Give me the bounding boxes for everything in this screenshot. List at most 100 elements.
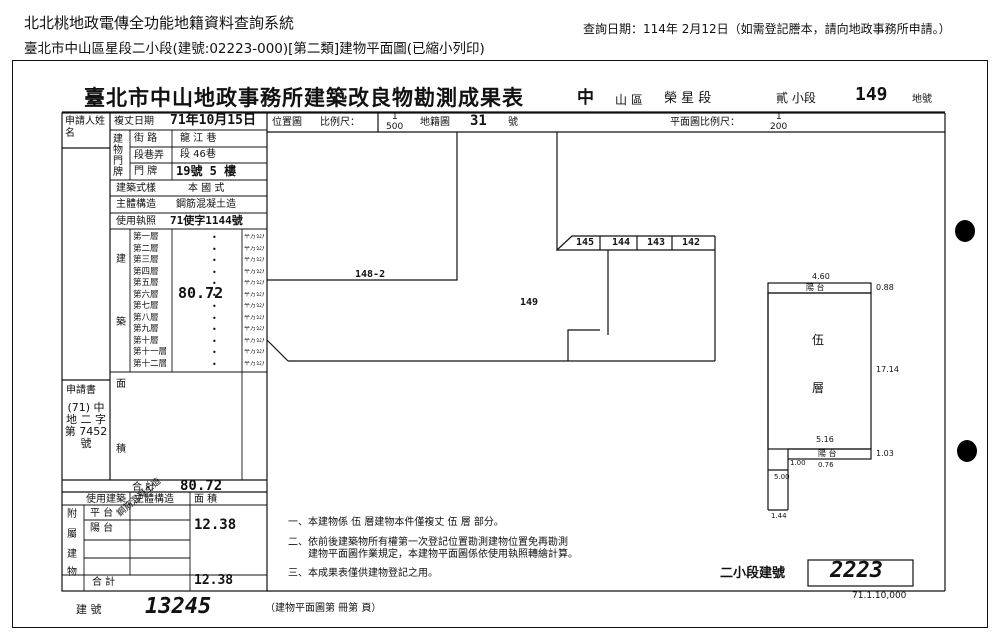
plan-balcony-bottom: 陽 台 (818, 449, 837, 458)
hole-punch-2 (957, 440, 977, 462)
floor-label: 第三層 (133, 255, 159, 265)
fifth-floor-area: 80.72 (178, 284, 224, 302)
request-book-label: 申請書 (66, 385, 96, 396)
road-value: 龍 江 巷 (180, 133, 217, 144)
plan-floor-name-1: 伍 (812, 333, 825, 347)
annex-header-use: 使用建築 (86, 494, 126, 505)
map-no-suffix: 號 (508, 117, 518, 128)
lot-148-2: 148-2 (355, 269, 386, 280)
permit-label: 使用執照 (116, 216, 156, 227)
annex-side-1: 附 (67, 509, 77, 520)
floor-unit: 平方公尺 (244, 245, 264, 252)
style-label: 建築式樣 (116, 183, 156, 194)
lot-145: 145 (576, 237, 595, 248)
plan-small-1: 1.00 (790, 459, 806, 467)
floor-dot: • (212, 267, 217, 277)
building-no-label: 建 號 (76, 603, 102, 616)
total-label: 合 計 (132, 482, 156, 493)
structure-value: 鋼筋混凝土造 (176, 199, 236, 210)
plan-top-dim: 4.60 (812, 272, 830, 281)
lane-value: 段 46巷 (180, 149, 216, 160)
section: 榮 星 段 (664, 91, 712, 106)
annex-header-struct: 主體構造 (134, 494, 174, 505)
doc-title: 臺北市中山地政事務所建築改良物勘測成果表 (84, 85, 524, 110)
scale-label: 比例尺： (320, 117, 360, 128)
survey-date: 71年10月15日 (170, 113, 256, 128)
plan-scale-label: 平面圖比例尺： (670, 117, 740, 128)
plan-bottom-dim: 5.16 (816, 435, 834, 444)
col-area1: 築 (116, 317, 126, 328)
map-no: 31 (470, 113, 487, 129)
floor-label: 第四層 (133, 266, 159, 277)
district-prefix: 中 (577, 88, 594, 108)
floor-label: 第九層 (133, 324, 159, 334)
floor-dot: • (212, 279, 217, 288)
plan-side-dim: 17.14 (876, 365, 899, 374)
plan-reference: （建物平面圖第 冊第 頁） (265, 603, 382, 614)
floor-label: 第七層 (133, 301, 159, 311)
annex-header-area: 面 積 (194, 494, 218, 505)
location-scale-top: 1 (392, 112, 398, 122)
floor-dot: • (212, 348, 217, 357)
floor-label: 第十層 (133, 335, 159, 346)
system-title: 北北桃地政電傳全功能地籍資料查詢系統 (24, 14, 295, 32)
building-door-label: 建 物 門 牌 (113, 134, 123, 178)
building-no: 13245 (145, 594, 212, 619)
plan-scale-top: 1 (776, 112, 782, 122)
floor-unit: 平方公尺 (244, 337, 264, 344)
floor-unit: 平方公尺 (244, 280, 264, 286)
floor-label: 第二層 (133, 243, 159, 254)
structure-label: 主體構造 (116, 199, 156, 210)
floor-unit: 平方公尺 (244, 314, 264, 321)
door-no-value: 19號 5 樓 (176, 164, 237, 178)
floor-dot: • (212, 256, 217, 265)
floor-dot: • (212, 336, 217, 346)
plan-floor-name-2: 層 (812, 381, 825, 395)
annex-total: 12.38 (194, 573, 234, 588)
district: 山 區 (615, 93, 643, 107)
floor-label: 第五層 (133, 278, 159, 288)
lot-suffix: 地號 (912, 94, 932, 105)
floor-unit: 平方公尺 (244, 303, 264, 309)
floor-dot: • (212, 359, 217, 369)
floor-dot: • (212, 313, 217, 323)
request-book-value: (71) 中 地 二 字 第 7452 號 (64, 401, 108, 450)
subsection-building-label: 二小段建號 (720, 566, 786, 581)
survey-date-label: 複丈日期 (114, 116, 154, 127)
floor-dot: • (212, 302, 217, 311)
annex-side-3: 建 (67, 549, 77, 560)
print-date: 71.1.10,000 (852, 591, 907, 601)
plan-scale-bottom: 200 (770, 122, 788, 132)
floor-unit: 平方公尺 (244, 234, 264, 240)
floor-unit: 平方公尺 (244, 291, 264, 298)
floor-unit: 平方公尺 (244, 326, 264, 332)
plan-right-bottom-dim: 1.03 (876, 449, 894, 458)
plan-small-4: 1.44 (771, 512, 787, 520)
plan-right-top-dim: 0.88 (876, 283, 894, 292)
note-2b: 建物平面圖作業規定，本建物平面圖係依使用執照轉繪計算。 (308, 549, 578, 560)
door-no-label: 門 牌 (134, 166, 158, 177)
note-2: 二、依前後建築物所有權第一次登記位置勘測建物位置免再勘測 (288, 537, 568, 548)
floor-label: 第一層 (133, 232, 159, 242)
document-frame (12, 60, 988, 628)
lane-label: 段巷弄 (134, 150, 164, 161)
floor-label: 第六層 (133, 289, 159, 300)
annex-row-1: 平 台 (90, 508, 114, 519)
annex-side-2: 屬 (67, 529, 77, 540)
plan-balcony-top: 陽 台 (806, 283, 825, 292)
floor-unit: 平方公尺 (244, 268, 264, 275)
col-area2: 面 (116, 379, 126, 390)
lot-144: 144 (612, 237, 631, 248)
floor-unit: 平方公尺 (244, 349, 264, 355)
query-date: 查詢日期：114年 2月12日（如需登記謄本，請向地政事務所申請。） (583, 22, 951, 36)
permit-value: 71使字1144號 (170, 214, 243, 227)
lot-142: 142 (682, 237, 701, 248)
plan-small-3: 5.00 (774, 473, 790, 481)
floor-unit: 平方公尺 (244, 360, 264, 367)
total-area: 80.72 (180, 478, 223, 494)
floor-label: 第八層 (133, 312, 159, 323)
lot-number: 149 (855, 84, 888, 105)
note-1: 一、本建物係 伍 層建物本件僅複丈 伍 層 部分。 (288, 517, 504, 528)
annex-area: 12.38 (194, 517, 237, 533)
